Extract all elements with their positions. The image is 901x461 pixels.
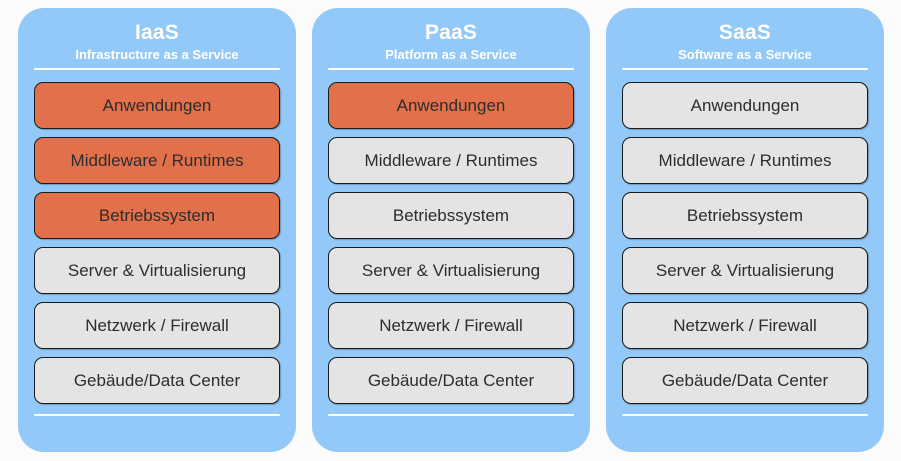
layer-box-anwendungen: Anwendungen	[622, 82, 868, 129]
layer-box-anwendungen: Anwendungen	[328, 82, 574, 129]
layer-box-netzwerk-firewall: Netzwerk / Firewall	[622, 302, 868, 349]
footer-divider	[328, 414, 574, 416]
card-title: PaaS	[424, 21, 478, 44]
card-footer	[328, 414, 574, 452]
header-divider	[622, 68, 868, 70]
layer-box-gebaeude-data-center: Gebäude/Data Center	[328, 357, 574, 404]
card-footer	[622, 414, 868, 452]
layer-stack: Anwendungen Middleware / Runtimes Betrie…	[328, 82, 574, 404]
card-footer	[34, 414, 280, 452]
layer-box-middleware-runtimes: Middleware / Runtimes	[34, 137, 280, 184]
card-title: IaaS	[135, 21, 179, 44]
layer-box-server-virtualisierung: Server & Virtualisierung	[622, 247, 868, 294]
layer-box-betriebssystem: Betriebssystem	[34, 192, 280, 239]
layer-box-netzwerk-firewall: Netzwerk / Firewall	[328, 302, 574, 349]
footer-divider	[34, 414, 280, 416]
card-header: SaaS Software as a Service	[622, 8, 868, 70]
service-card-paas: PaaS Platform as a Service Anwendungen M…	[312, 8, 590, 452]
layer-box-server-virtualisierung: Server & Virtualisierung	[328, 247, 574, 294]
card-subtitle: Infrastructure as a Service	[75, 47, 239, 62]
card-header: IaaS Infrastructure as a Service	[34, 8, 280, 70]
layer-box-gebaeude-data-center: Gebäude/Data Center	[34, 357, 280, 404]
service-card-saas: SaaS Software as a Service Anwendungen M…	[606, 8, 884, 452]
layer-stack: Anwendungen Middleware / Runtimes Betrie…	[34, 82, 280, 404]
footer-divider	[622, 414, 868, 416]
layer-box-anwendungen: Anwendungen	[34, 82, 280, 129]
card-title: SaaS	[718, 21, 772, 44]
card-subtitle: Platform as a Service	[385, 47, 517, 62]
service-card-iaas: IaaS Infrastructure as a Service Anwendu…	[18, 8, 296, 452]
layer-box-middleware-runtimes: Middleware / Runtimes	[328, 137, 574, 184]
layer-stack: Anwendungen Middleware / Runtimes Betrie…	[622, 82, 868, 404]
header-divider	[328, 68, 574, 70]
card-header: PaaS Platform as a Service	[328, 8, 574, 70]
layer-box-betriebssystem: Betriebssystem	[328, 192, 574, 239]
layer-box-betriebssystem: Betriebssystem	[622, 192, 868, 239]
layer-box-gebaeude-data-center: Gebäude/Data Center	[622, 357, 868, 404]
card-subtitle: Software as a Service	[678, 47, 812, 62]
layer-box-middleware-runtimes: Middleware / Runtimes	[622, 137, 868, 184]
layer-box-netzwerk-firewall: Netzwerk / Firewall	[34, 302, 280, 349]
layer-box-server-virtualisierung: Server & Virtualisierung	[34, 247, 280, 294]
header-divider	[34, 68, 280, 70]
